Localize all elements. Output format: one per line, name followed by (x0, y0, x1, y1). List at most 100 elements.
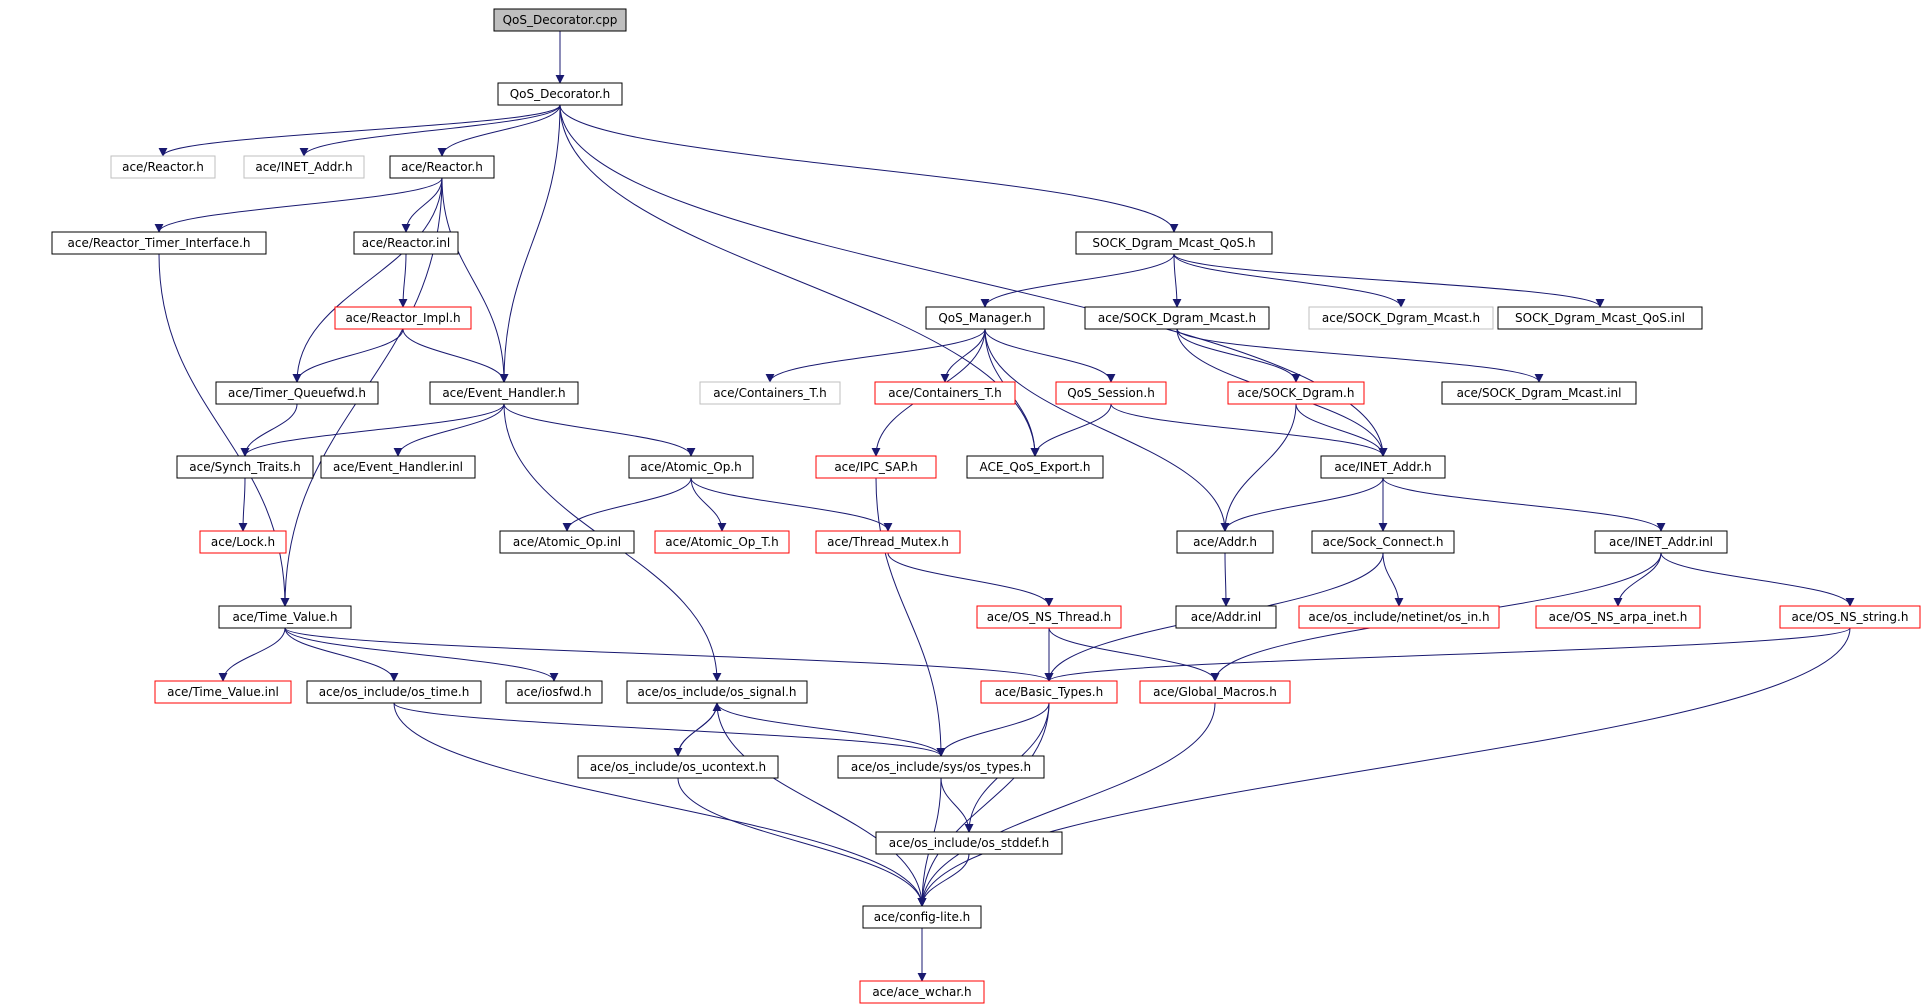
node-label: ace/Addr.h (1193, 535, 1257, 549)
node-qos-manager[interactable]: QoS_Manager.h (925, 306, 1045, 330)
node-os-ns-thread[interactable]: ace/OS_NS_Thread.h (976, 605, 1122, 629)
node-sock-dgram[interactable]: ace/SOCK_Dgram.h (1227, 381, 1365, 405)
node-os-time[interactable]: ace/os_include/os_time.h (306, 680, 482, 704)
node-time-value-inl[interactable]: ace/Time_Value.inl (154, 680, 292, 704)
node-box (497, 82, 623, 106)
edge-n_reactor_impl-to-n_timer_qfwd (292, 328, 404, 383)
node-sdmq-h[interactable]: SOCK_Dgram_Mcast_QoS.h (1075, 231, 1273, 255)
node-qosdec-h[interactable]: QoS_Decorator.h (497, 82, 623, 106)
node-lock-h[interactable]: ace/Lock.h (199, 530, 287, 554)
node-box (154, 680, 292, 704)
node-label: ace/config-lite.h (874, 910, 971, 924)
edge-n_os_ucontext-to-n_config_lite (677, 777, 927, 907)
node-label: ace/SOCK_Dgram_Mcast.h (1322, 311, 1480, 325)
node-basic-types[interactable]: ace/Basic_Types.h (980, 680, 1118, 704)
node-sock-connect[interactable]: ace/Sock_Connect.h (1311, 530, 1455, 554)
edge-n_sdmq_h-to-n_sock_dgram_mcast (1172, 253, 1182, 308)
edge-n_qosdec_h-to-n_inetaddr_gray (299, 104, 561, 157)
edge-n_inet_addr_h-to-n_inet_addr_inl (1382, 477, 1666, 532)
node-sdmq-inl[interactable]: SOCK_Dgram_Mcast_QoS.inl (1497, 306, 1703, 330)
node-label: ace/Thread_Mutex.h (827, 535, 949, 549)
node-label: ace/OS_NS_string.h (1792, 610, 1909, 624)
node-iosfwd[interactable]: ace/iosfwd.h (505, 680, 603, 704)
node-box (306, 680, 482, 704)
node-event-handler-inl[interactable]: ace/Event_Handler.inl (320, 455, 476, 479)
node-sys-os-types[interactable]: ace/os_include/sys/os_types.h (837, 755, 1045, 779)
node-box (1441, 381, 1637, 405)
node-ace-qos-export[interactable]: ACE_QoS_Export.h (966, 455, 1104, 479)
node-box (980, 680, 1118, 704)
edge-n_os_time-to-n_config_lite (393, 702, 927, 907)
node-box (654, 530, 790, 554)
node-qos-session[interactable]: QoS_Session.h (1055, 381, 1167, 405)
edge-n_basic_types-to-n_sys_os_types (936, 702, 1050, 757)
node-label: ace/Containers_T.h (888, 386, 1002, 400)
node-ipc-sap[interactable]: ace/IPC_SAP.h (815, 455, 937, 479)
node-sock-dgram-mcast[interactable]: ace/SOCK_Dgram_Mcast.h (1084, 306, 1270, 330)
node-os-stddef[interactable]: ace/os_include/os_stddef.h (875, 831, 1063, 855)
node-box (874, 381, 1016, 405)
edge-n_atomic_op_h-to-n_atomic_op_inl (562, 477, 692, 532)
node-os-in[interactable]: ace/os_include/netinet/os_in.h (1298, 605, 1500, 629)
node-synch-traits[interactable]: ace/Synch_Traits.h (176, 455, 314, 479)
node-box (176, 455, 314, 479)
node-os-ns-string[interactable]: ace/OS_NS_string.h (1779, 605, 1921, 629)
node-label: ace/os_include/os_stddef.h (889, 836, 1049, 850)
node-label: ace/INET_Addr.inl (1609, 535, 1713, 549)
node-sdm-inl[interactable]: ace/SOCK_Dgram_Mcast.inl (1441, 381, 1637, 405)
node-reactor-impl[interactable]: ace/Reactor_Impl.h (334, 306, 472, 330)
node-atomic-op-t[interactable]: ace/Atomic_Op_T.h (654, 530, 790, 554)
node-label: ace/os_include/netinet/os_in.h (1308, 610, 1489, 624)
edge-n_qos_manager-to-n_qos_session (984, 328, 1116, 383)
node-atomic-op-h[interactable]: ace/Atomic_Op.h (628, 455, 754, 479)
node-os-ucontext[interactable]: ace/os_include/os_ucontext.h (577, 755, 779, 779)
node-os-signal[interactable]: ace/os_include/os_signal.h (626, 680, 808, 704)
node-global-macros[interactable]: ace/Global_Macros.h (1139, 680, 1291, 704)
node-box (215, 381, 379, 405)
node-addr-inl[interactable]: ace/Addr.inl (1175, 605, 1277, 629)
node-label: ace/Reactor_Timer_Interface.h (68, 236, 251, 250)
node-inet-addr-inl[interactable]: ace/INET_Addr.inl (1594, 530, 1728, 554)
edge-n_synch_traits-to-n_lock_h (238, 477, 248, 532)
node-label: ace/INET_Addr.h (1334, 460, 1431, 474)
node-reactor-inl[interactable]: ace/Reactor.inl (353, 231, 459, 255)
edge-n_thread_mutex-to-n_os_ns_thread (887, 552, 1054, 607)
node-containers-red[interactable]: ace/Containers_T.h (874, 381, 1016, 405)
node-box (1497, 306, 1703, 330)
edge-n_qos_manager-to-n_containers_red (940, 328, 986, 383)
edge-n_qosdec_h-to-n_sdmq_h (559, 104, 1179, 233)
node-root[interactable]: QoS_Decorator.cpp (493, 8, 627, 32)
node-timer-qfwd[interactable]: ace/Timer_Queuefwd.h (215, 381, 379, 405)
node-box (1175, 605, 1277, 629)
node-box (1075, 231, 1273, 255)
node-ace-wchar[interactable]: ace/ace_wchar.h (859, 980, 985, 1004)
node-addr-h[interactable]: ace/Addr.h (1176, 530, 1274, 554)
node-time-value-h[interactable]: ace/Time_Value.h (218, 605, 352, 629)
node-label: ace/os_include/os_ucontext.h (590, 760, 766, 774)
edge-n_qosdec_h-to-n_event_handler_h (499, 104, 561, 383)
node-box (815, 530, 961, 554)
node-label: QoS_Session.h (1067, 386, 1155, 400)
node-rti-h[interactable]: ace/Reactor_Timer_Interface.h (51, 231, 267, 255)
node-box (1227, 381, 1365, 405)
node-box (1320, 455, 1446, 479)
node-atomic-op-inl[interactable]: ace/Atomic_Op.inl (499, 530, 635, 554)
node-config-lite[interactable]: ace/config-lite.h (862, 905, 982, 929)
edge-n_qos_manager-to-n_containers_gray (765, 328, 986, 383)
node-label: ace/Timer_Queuefwd.h (228, 386, 366, 400)
node-box (1298, 605, 1500, 629)
node-inet-addr-h[interactable]: ace/INET_Addr.h (1320, 455, 1446, 479)
node-box (925, 306, 1045, 330)
node-box (875, 831, 1063, 855)
node-event-handler-h[interactable]: ace/Event_Handler.h (429, 381, 579, 405)
node-thread-mutex[interactable]: ace/Thread_Mutex.h (815, 530, 961, 554)
node-box (499, 530, 635, 554)
node-box (199, 530, 287, 554)
node-box (859, 980, 985, 1004)
node-os-ns-arpa[interactable]: ace/OS_NS_arpa_inet.h (1535, 605, 1701, 629)
node-label: ace/SOCK_Dgram.h (1238, 386, 1355, 400)
node-reactor-h[interactable]: ace/Reactor.h (389, 155, 495, 179)
edge-n_sock_dgram_mcast-to-n_sock_dgram (1176, 328, 1301, 383)
